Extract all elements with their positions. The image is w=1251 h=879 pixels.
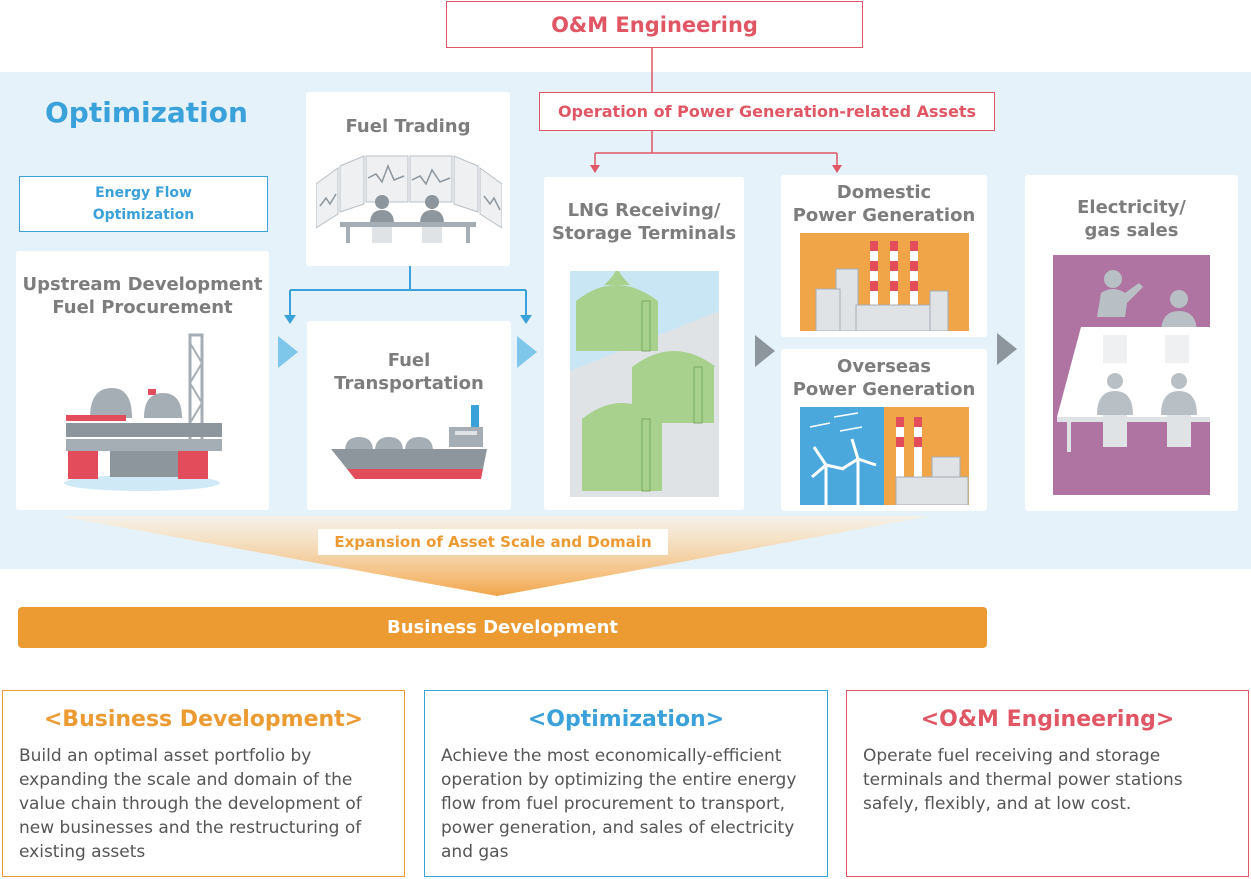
description-business-development-heading: <Business Development> <box>43 707 364 732</box>
card-fuel-transportation: Fuel Transportation <box>307 321 511 510</box>
card-fuel-transport-title-1: Fuel <box>387 350 431 371</box>
card-lng-terminals: LNG Receiving/ Storage Terminals <box>544 177 744 510</box>
card-fuel-trading-title: Fuel Trading <box>345 116 471 137</box>
om-engineering-label: O&M Engineering <box>551 12 758 37</box>
card-overseas-title-1: Overseas <box>837 356 931 377</box>
domestic-power-plant-icon <box>800 233 969 331</box>
oil-platform-icon <box>64 333 222 491</box>
card-upstream-title-1: Upstream Development <box>22 274 263 295</box>
description-om-engineering: <O&M Engineering> Operate fuel receiving… <box>846 690 1249 877</box>
energy-flow-line1: Energy Flow <box>95 185 192 201</box>
description-optimization: <Optimization> Achieve the most economic… <box>424 690 828 877</box>
description-optimization-body: Achieve the most economically-efficient … <box>441 746 797 862</box>
blue-arrow-right-icon <box>520 315 532 324</box>
card-overseas-power: Overseas Power Generation <box>781 349 987 511</box>
card-domestic-power: Domestic Power Generation <box>781 175 987 337</box>
card-lng-title-1: LNG Receiving/ <box>567 200 721 221</box>
overseas-power-plant-icon <box>800 407 969 505</box>
optimization-title: Optimization <box>45 96 248 129</box>
meeting-room-icon <box>1053 255 1210 495</box>
card-electricity-gas-sales: Electricity/ gas sales <box>1025 175 1238 511</box>
flow-arrow-2-icon <box>517 336 537 368</box>
om-engineering-box: O&M Engineering <box>446 1 863 48</box>
card-fuel-transport-title-2: Transportation <box>334 373 484 394</box>
card-upstream: Upstream Development Fuel Procurement <box>16 251 269 510</box>
description-om-engineering-body: Operate fuel receiving and storage termi… <box>863 746 1183 814</box>
blue-arrow-left-icon <box>284 315 296 324</box>
card-overseas-title-2: Power Generation <box>792 379 976 400</box>
expansion-funnel <box>60 516 930 596</box>
card-domestic-title-1: Domestic <box>836 182 932 203</box>
description-om-engineering-heading: <O&M Engineering> <box>920 707 1175 732</box>
card-fuel-trading: Fuel Trading <box>306 92 510 266</box>
description-business-development-body: Build an optimal asset portfolio by expa… <box>19 746 362 862</box>
flow-arrow-3-icon <box>755 335 775 367</box>
red-arrow-domestic-icon <box>832 165 842 173</box>
card-sales-title-2: gas sales <box>1084 220 1179 241</box>
card-domestic-title-2: Power Generation <box>792 205 976 226</box>
lng-carrier-ship-icon <box>331 405 487 479</box>
card-sales-title-1: Electricity/ <box>1077 197 1186 218</box>
operation-assets-label: Operation of Power Generation-related As… <box>557 102 977 121</box>
trading-desk-icon <box>316 155 502 243</box>
operation-assets-box: Operation of Power Generation-related As… <box>539 92 995 131</box>
storage-tanks-icon <box>570 271 719 497</box>
business-development-bar: Business Development <box>18 607 987 648</box>
expansion-label: Expansion of Asset Scale and Domain <box>318 529 668 555</box>
energy-flow-optimization-box: Energy Flow Optimization <box>19 176 268 232</box>
card-lng-title-2: Storage Terminals <box>551 223 737 244</box>
business-development-label: Business Development <box>386 617 619 638</box>
energy-flow-line2: Optimization <box>92 207 195 223</box>
red-arrow-lng-icon <box>590 165 600 173</box>
description-business-development: <Business Development> Build an optimal … <box>2 690 405 877</box>
description-optimization-heading: <Optimization> <box>527 707 725 732</box>
card-upstream-title-2: Fuel Procurement <box>52 297 233 318</box>
flow-arrow-4-icon <box>997 333 1017 365</box>
flow-arrow-1-icon <box>278 336 298 368</box>
